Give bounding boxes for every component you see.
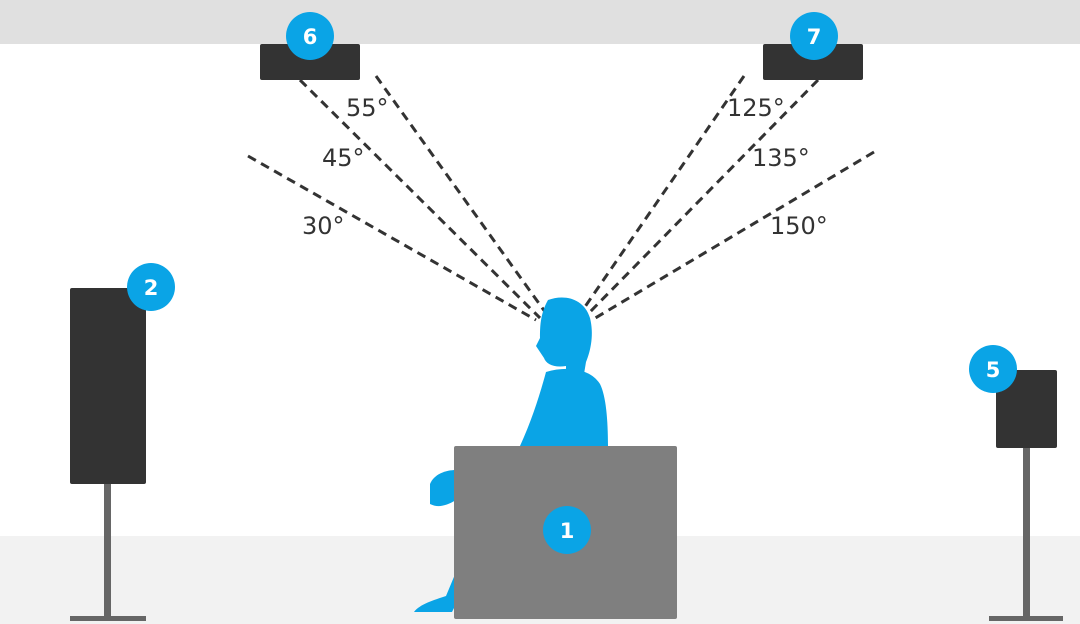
angle-label-30: 30° (302, 212, 345, 240)
sightline-125 (578, 75, 746, 315)
ceiling-speaker-right (763, 44, 863, 80)
badge-sofa-circle (543, 506, 591, 554)
surround-right-speaker-box (996, 370, 1057, 448)
angle-label-55: 55° (346, 94, 389, 122)
ceiling-speaker-left (260, 44, 360, 80)
badge-sofa: 1 (543, 506, 591, 554)
badge-surround-right: 5 (969, 345, 1017, 393)
badge-surround-right-circle (969, 345, 1017, 393)
surround-right-stand-base (989, 616, 1063, 621)
angle-label-125: 125° (727, 94, 785, 122)
angle-label-45: 45° (322, 144, 365, 172)
listener-icon (414, 297, 608, 612)
badge-ceiling-right: 7 (790, 12, 838, 60)
ceiling (0, 0, 1080, 44)
front-left-stand-pole (104, 482, 111, 619)
badge-ceiling-left-text: 6 (303, 25, 318, 49)
sightline-150 (591, 150, 875, 322)
listener-torso (520, 368, 608, 446)
listener-leg (414, 470, 458, 612)
sightline-45 (298, 78, 542, 320)
sightline-30 (247, 154, 537, 322)
badge-sofa-text: 1 (560, 519, 575, 543)
angle-label-150: 150° (770, 212, 828, 240)
badge-ceiling-right-circle (790, 12, 838, 60)
angle-label-135: 135° (752, 144, 810, 172)
front-left-stand-base (70, 616, 146, 621)
surround-right-stand-pole (1023, 446, 1030, 619)
badge-front-left-circle (127, 263, 175, 311)
badge-front-left-text: 2 (144, 276, 159, 300)
badge-ceiling-right-text: 7 (807, 25, 822, 49)
surround-right-speaker (989, 370, 1063, 621)
badge-surround-right-text: 5 (986, 358, 1001, 382)
badge-front-left: 2 (127, 263, 175, 311)
front-left-speaker-box (70, 288, 146, 484)
badge-ceiling-left: 6 (286, 12, 334, 60)
sightline-55 (374, 75, 550, 317)
listener-thigh (430, 470, 456, 507)
sightlines-left (247, 75, 550, 322)
badge-ceiling-left-circle (286, 12, 334, 60)
front-left-speaker (70, 288, 146, 621)
sightlines-right (578, 75, 875, 322)
listener-head (536, 297, 592, 374)
sightline-135 (584, 78, 820, 318)
